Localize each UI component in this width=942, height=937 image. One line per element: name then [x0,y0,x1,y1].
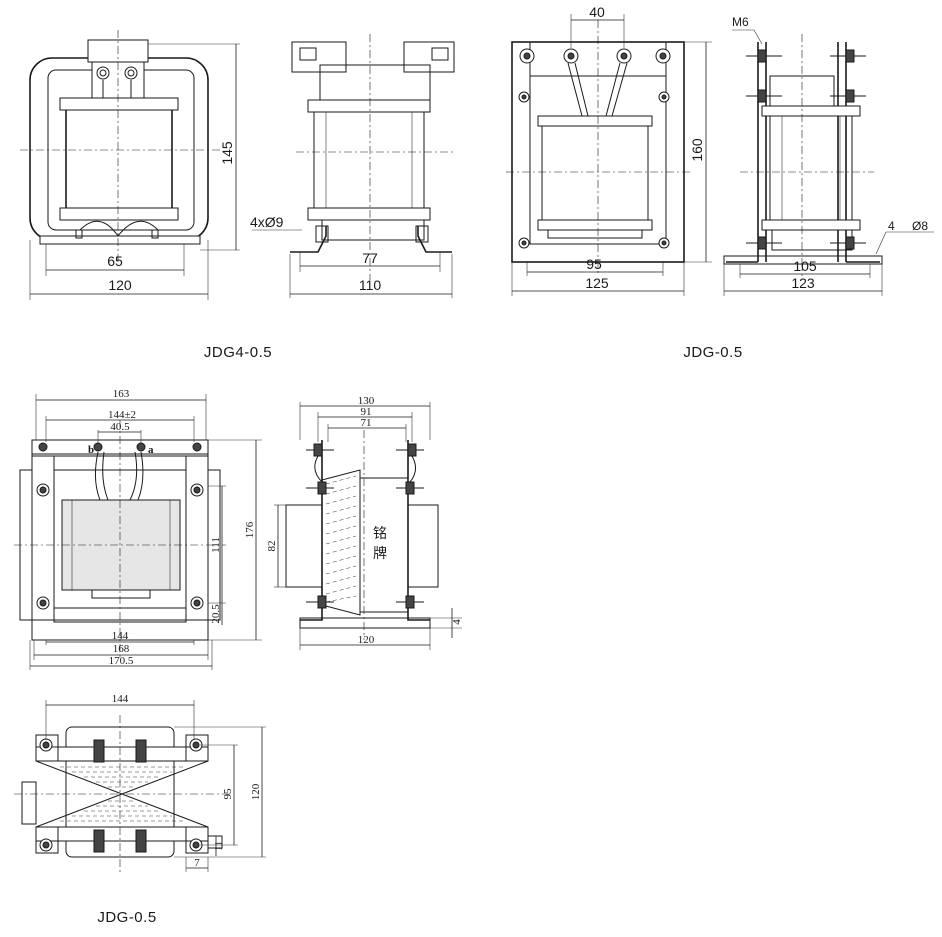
dim-4x9: 4xØ9 [250,214,284,230]
dim-40-5: 40.5 [110,421,130,433]
dim-145: 145 [219,141,235,165]
dim-o8: Ø8 [912,219,928,233]
terminal-a: a [148,444,154,456]
caption-jdg4: JDG4-0.5 [204,344,272,361]
dim-105: 105 [793,258,817,274]
top-dim-120: 120 [250,783,262,800]
top-dim-144: 144 [112,693,129,705]
jdg-side-view: M6 4 Ø8 105 123 [723,15,934,296]
dim-123: 123 [791,275,815,291]
dim-m6: M6 [732,15,749,29]
dim-163: 163 [113,388,130,400]
jdg4-side-view: 4xØ9 77 110 [250,34,455,298]
jdg4-front-view: 145 65 120 [20,30,240,300]
dim-160: 160 [689,138,705,162]
dim-144-2: 144±2 [108,409,136,421]
top-dim-11: 11 [213,841,225,852]
dim-111: 111 [210,537,222,553]
dim-65: 65 [107,253,123,269]
jdg3-side-view: 铭 牌 130 91 71 82 120 [266,395,463,650]
dim-144: 144 [112,630,129,642]
dim-82: 82 [266,541,278,552]
dim-120-side: 120 [358,634,375,646]
dim-20-5: 20.5 [210,604,222,624]
caption-jdg-1: JDG-0.5 [683,344,742,361]
dim-91: 91 [361,406,372,418]
dim-4: 4 [888,219,895,233]
nameplate-char-2: 牌 [373,545,387,562]
dim-176: 176 [244,521,256,538]
jdg3-top-view: 144 95 120 11 7 [14,693,266,872]
jdg3-front-view: b a 163 144±2 40.5 176 111 20.5 144 168 [14,388,262,670]
caption-jdg-2: JDG-0.5 [97,909,156,926]
terminal-b: b [88,444,94,456]
dim-130: 130 [358,395,375,407]
jdg-front-view: 40 160 95 125 [506,4,712,296]
dim-168: 168 [113,643,130,655]
dim-170-5: 170.5 [109,655,134,667]
dim-4-side: 4 [451,619,463,625]
dim-40: 40 [589,4,605,20]
top-dim-95: 95 [222,788,234,800]
nameplate-char-1: 铭 [373,526,387,542]
dim-120: 120 [108,277,132,293]
dim-77: 77 [362,250,378,266]
dim-125: 125 [585,275,609,291]
dim-110: 110 [359,277,382,293]
dim-71: 71 [361,417,372,429]
top-dim-7: 7 [194,857,200,869]
dim-95: 95 [586,256,602,272]
